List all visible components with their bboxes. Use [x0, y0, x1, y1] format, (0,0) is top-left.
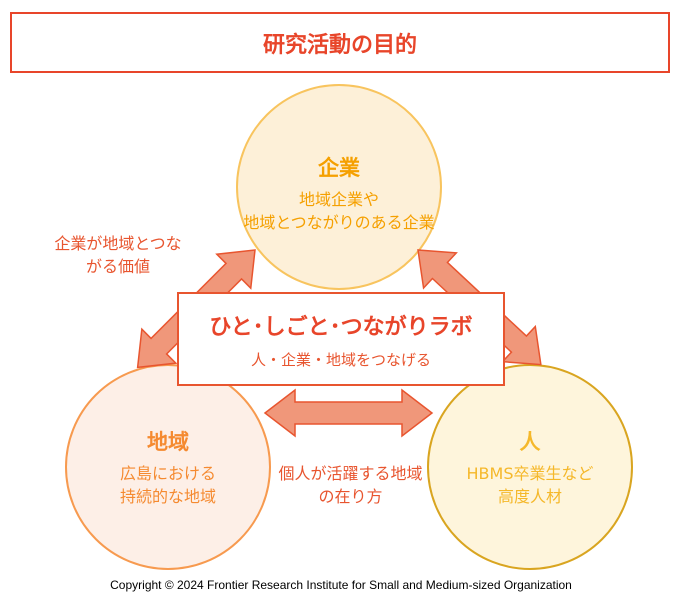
note-line: 個人が活躍する地域: [278, 464, 423, 483]
circle-region: 地域 広島における 持続的な地域: [65, 364, 271, 570]
circle-people: 人 HBMS卒業生など 高度人材: [427, 364, 633, 570]
note-region-people: 個人が活躍する地域 の在り方: [258, 462, 443, 508]
note-company-region: 企業が地域とつな がる価値: [38, 232, 198, 278]
circle-text: 持続的な地域: [119, 487, 216, 506]
note-line: 企業が地域とつな: [54, 234, 182, 253]
circle-company: 企業 地域企業や 地域とつながりのある企業: [236, 84, 442, 290]
note-line: がる価値: [85, 257, 150, 276]
note-line: の在り方: [318, 487, 383, 506]
double-arrow-region-people: [263, 388, 434, 438]
copyright: Copyright © 2024 Frontier Research Insti…: [110, 578, 572, 592]
lab-subtitle: 人・企業・地域をつなげる: [250, 350, 431, 369]
circle-text: 地域とつながりのある企業: [243, 213, 435, 232]
circle-text: 高度人材: [497, 487, 562, 506]
circle-text: HBMS卒業生など: [466, 464, 594, 483]
lab-title: ひと･しごと･つながりラボ: [209, 314, 473, 340]
page-title: 研究活動の目的: [10, 12, 670, 73]
circle-heading: 地域: [147, 430, 189, 454]
center-lab-box: ひと･しごと･つながりラボ 人・企業・地域をつなげる: [177, 292, 505, 386]
circle-text: 地域企業や: [298, 190, 379, 209]
circle-heading: 人: [519, 430, 541, 454]
circle-heading: 企業: [318, 156, 360, 180]
circle-text: 広島における: [119, 464, 216, 483]
